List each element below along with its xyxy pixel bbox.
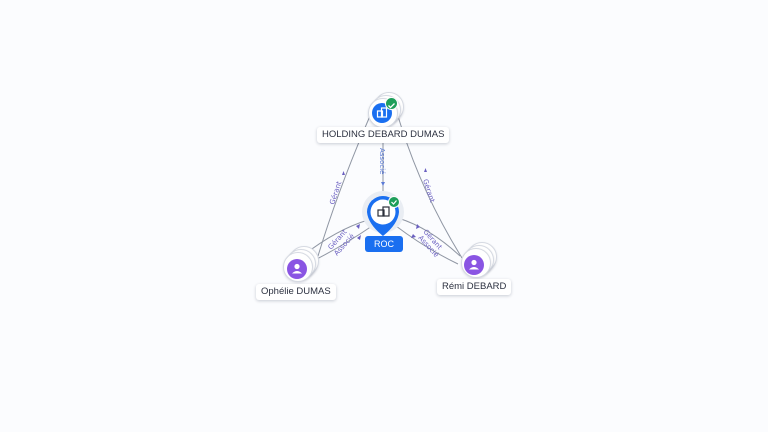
edge-arrow: [381, 182, 385, 186]
edge-remi-roc-1: [397, 217, 461, 257]
roc-node[interactable]: [362, 191, 404, 236]
edge-arrow: [424, 168, 427, 172]
edge-arrow: [357, 235, 361, 240]
edge-label: Gérant: [421, 178, 436, 204]
building-icon: [377, 206, 390, 217]
edge-arrow: [342, 171, 345, 175]
holding-label[interactable]: HOLDING DEBARD DUMAS: [317, 127, 450, 143]
edge-arrow: [356, 224, 360, 229]
edge-arrow: [411, 234, 416, 238]
verified-check-icon: [388, 196, 400, 208]
verified-check-icon: [385, 97, 398, 110]
edge-label: Gérant: [328, 180, 343, 206]
edge-label: Associé: [378, 148, 386, 174]
remi-label[interactable]: Rémi DEBARD: [437, 279, 512, 295]
person-icon: [287, 259, 307, 279]
edge-arrow: [416, 224, 420, 229]
person-icon: [464, 255, 484, 275]
roc-label[interactable]: ROC: [365, 236, 403, 252]
edge-remi-roc-2: [395, 225, 459, 265]
ophelie-label[interactable]: Ophélie DUMAS: [256, 284, 336, 300]
